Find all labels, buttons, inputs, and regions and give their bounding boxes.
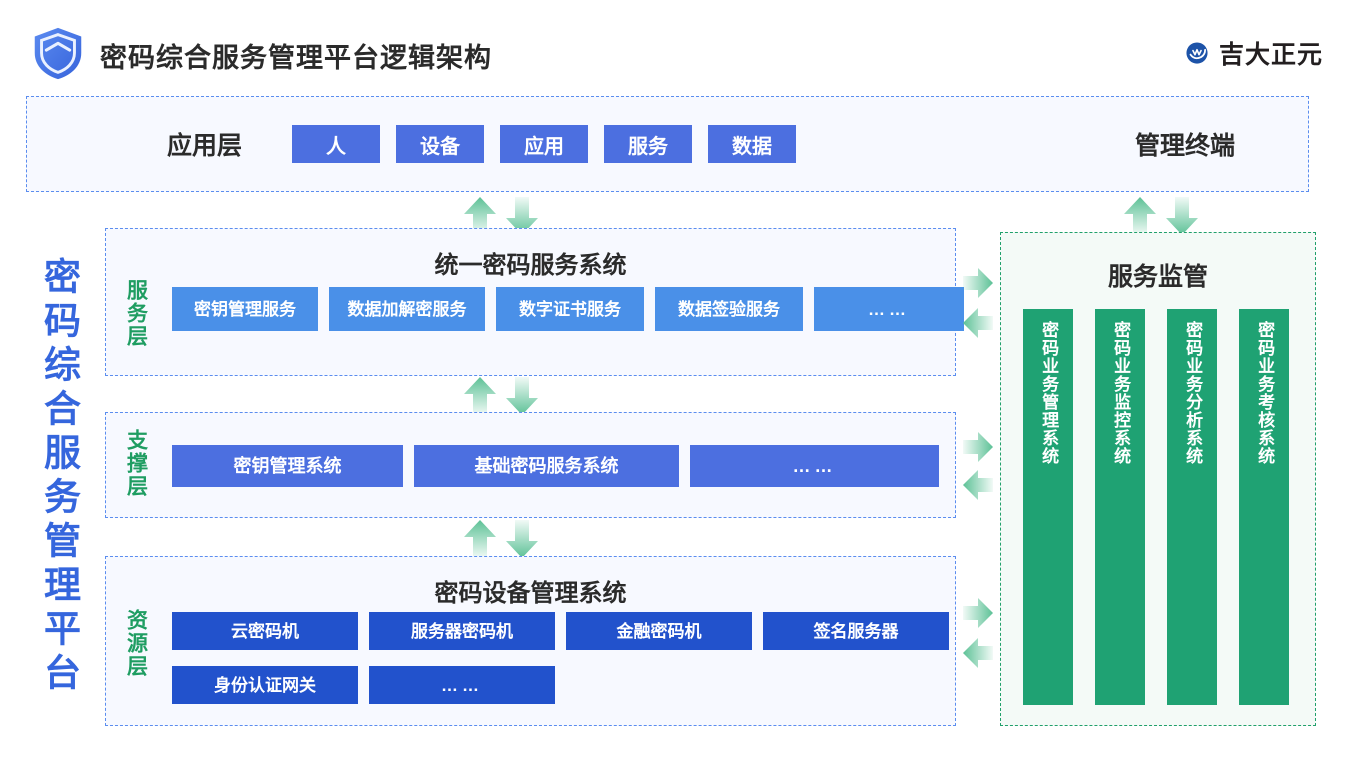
service-box-more[interactable]: …… [814, 287, 964, 331]
arrow-up-icon [463, 196, 497, 236]
page-title: 密码综合服务管理平台逻辑架构 [100, 43, 492, 73]
arrow-down-icon [1165, 196, 1199, 236]
resource-box-server-hsm[interactable]: 服务器密码机 [369, 612, 555, 650]
service-box-certificate[interactable]: 数字证书服务 [496, 287, 644, 331]
supervision-columns: 密码业务管理系统 密码业务监控系统 密码业务分析系统 密码业务考核系统 [1023, 309, 1289, 705]
support-box-key-management-system[interactable]: 密钥管理系统 [172, 445, 403, 487]
support-box-basic-crypto-system[interactable]: 基础密码服务系统 [414, 445, 679, 487]
app-chip-application[interactable]: 应用 [500, 125, 588, 163]
service-layer-panel: 服务层 统一密码服务系统 密钥管理服务 数据加解密服务 数字证书服务 数据签验服… [105, 228, 964, 376]
supervision-column-business-management[interactable]: 密码业务管理系统 [1023, 309, 1073, 705]
resource-box-cloud-hsm[interactable]: 云密码机 [172, 612, 358, 650]
arrow-right-icon [962, 430, 994, 464]
application-layer-label: 应用层 [167, 132, 243, 160]
supervision-column-label: 密码业务考核系统 [1255, 321, 1275, 465]
supervision-column-business-analysis[interactable]: 密码业务分析系统 [1167, 309, 1217, 705]
resource-layer-boxes-row-1: 云密码机 服务器密码机 金融密码机 签名服务器 [172, 612, 949, 650]
page-header: 密码综合服务管理平台逻辑架构 吉大正元 [0, 0, 1361, 92]
service-supervision-panel: 服务监管 密码业务管理系统 密码业务监控系统 密码业务分析系统 密码业务考核系统 [1000, 232, 1316, 726]
service-layer-tag: 服务层 [124, 279, 148, 348]
app-chip-service[interactable]: 服务 [604, 125, 692, 163]
support-layer-tag: 支撑层 [124, 429, 148, 498]
resource-box-signature-server[interactable]: 签名服务器 [763, 612, 949, 650]
supervision-column-label: 密码业务分析系统 [1183, 321, 1203, 465]
management-terminal-label: 管理终端 [1134, 132, 1235, 160]
arrow-left-icon [962, 468, 994, 502]
arrow-down-icon [505, 376, 539, 416]
service-layer-heading: 统一密码服务系统 [434, 252, 627, 279]
resource-box-financial-hsm[interactable]: 金融密码机 [566, 612, 752, 650]
brand-swoosh-icon [1184, 40, 1210, 66]
supervision-column-business-assessment[interactable]: 密码业务考核系统 [1239, 309, 1289, 705]
supervision-column-label: 密码业务监控系统 [1111, 321, 1131, 465]
app-chip-data[interactable]: 数据 [708, 125, 796, 163]
service-layer-boxes: 密钥管理服务 数据加解密服务 数字证书服务 数据签验服务 …… [172, 287, 964, 331]
resource-box-identity-gateway[interactable]: 身份认证网关 [172, 666, 358, 704]
service-box-signature-verify[interactable]: 数据签验服务 [655, 287, 803, 331]
application-layer-panel: 应用层 人 设备 应用 服务 数据 管理终端 [26, 96, 1309, 192]
brand-name: 吉大正元 [1218, 41, 1323, 69]
arrow-right-icon [962, 596, 994, 630]
shield-icon [27, 22, 89, 84]
platform-vertical-title: 密码综合服务管理平台 [38, 257, 80, 697]
support-box-more[interactable]: …… [690, 445, 939, 487]
service-box-encryption[interactable]: 数据加解密服务 [329, 287, 485, 331]
arrow-left-icon [962, 636, 994, 670]
application-layer-chips: 人 设备 应用 服务 数据 [292, 125, 796, 163]
brand-logo: 吉大正元 [1184, 35, 1323, 71]
service-supervision-heading: 服务监管 [1107, 263, 1208, 291]
app-chip-device[interactable]: 设备 [396, 125, 484, 163]
resource-layer-panel: 资源层 密码设备管理系统 云密码机 服务器密码机 金融密码机 签名服务器 身份认… [105, 556, 956, 726]
arrow-up-icon [1123, 196, 1157, 236]
resource-layer-heading: 密码设备管理系统 [434, 580, 627, 607]
arrow-up-icon [463, 376, 497, 416]
arrow-left-icon [962, 306, 994, 340]
resource-box-more[interactable]: …… [369, 666, 555, 704]
arrow-down-icon [505, 519, 539, 559]
service-box-key-management[interactable]: 密钥管理服务 [172, 287, 318, 331]
arrow-up-icon [463, 519, 497, 559]
resource-layer-tag: 资源层 [124, 609, 148, 678]
supervision-column-label: 密码业务管理系统 [1039, 321, 1059, 465]
arrow-down-icon [505, 196, 539, 236]
supervision-column-business-monitoring[interactable]: 密码业务监控系统 [1095, 309, 1145, 705]
support-layer-boxes: 密钥管理系统 基础密码服务系统 …… [172, 445, 939, 487]
support-layer-panel: 支撑层 密钥管理系统 基础密码服务系统 …… [105, 412, 956, 518]
arrow-right-icon [962, 266, 994, 300]
app-chip-person[interactable]: 人 [292, 125, 380, 163]
resource-layer-boxes-row-2: 身份认证网关 …… [172, 666, 555, 704]
